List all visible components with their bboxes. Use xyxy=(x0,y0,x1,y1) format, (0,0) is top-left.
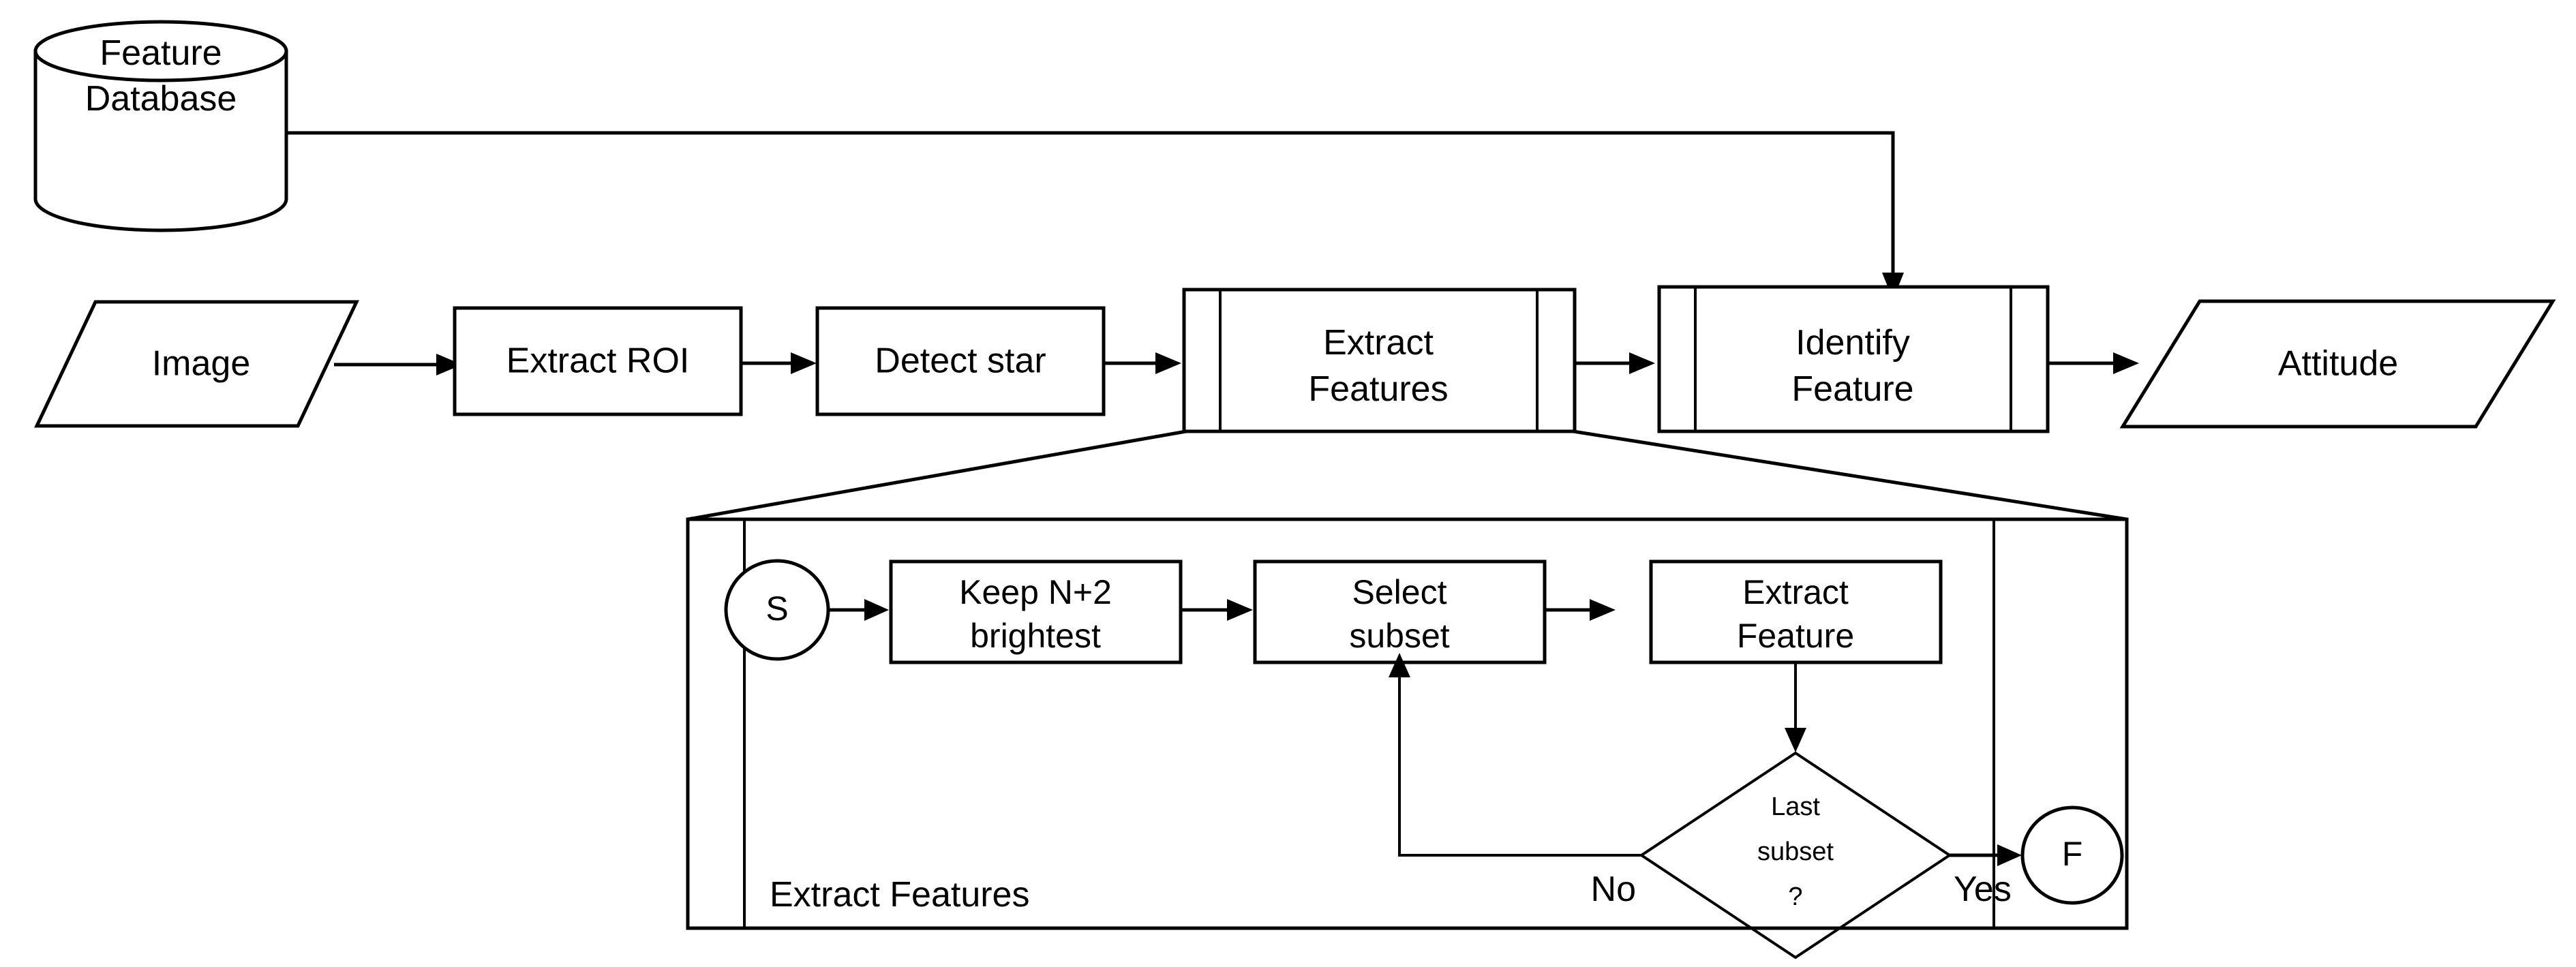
extract-feature-node[interactable]: Extract Feature xyxy=(1649,559,1943,664)
extract-roi-node[interactable]: Extract ROI xyxy=(453,306,743,416)
attitude-node[interactable]: Attitude xyxy=(2119,299,2556,429)
start-node[interactable]: S xyxy=(724,559,830,661)
connector-extract-roi-to-detect-star xyxy=(741,352,817,374)
keep-brightest-label-line1: Keep N+2 xyxy=(959,573,1112,611)
connector-keep-brightest-to-select-subset xyxy=(1181,599,1253,621)
connector-database-to-identify xyxy=(286,131,1904,300)
extract-features-label-line2: Features xyxy=(1308,369,1448,409)
extract-features-node[interactable]: Extract Features xyxy=(1182,288,1577,433)
connector-identify-feature-to-attitude xyxy=(2048,352,2139,374)
connector-select-subset-to-extract-feature xyxy=(1545,599,1616,621)
detect-star-label: Detect star xyxy=(875,341,1046,381)
connector-decision-yes-to-finish xyxy=(1950,844,2022,866)
image-node[interactable]: Image xyxy=(34,300,359,428)
select-subset-label-line1: Select xyxy=(1352,573,1447,611)
last-subset-label-line1: Last xyxy=(1771,793,1820,821)
detect-star-node[interactable]: Detect star xyxy=(815,306,1106,416)
extract-roi-label: Extract ROI xyxy=(506,341,690,381)
extract-features-label-line1: Extract xyxy=(1323,323,1434,363)
identify-feature-node[interactable]: Identify Feature xyxy=(1657,285,2050,433)
select-subset-node[interactable]: Select subset xyxy=(1253,559,1547,664)
last-subset-label-line2: subset xyxy=(1757,838,1834,866)
connector-start-to-keep-brightest xyxy=(828,599,889,621)
callout-lines xyxy=(687,429,2127,521)
connector-image-to-extract-roi xyxy=(334,354,462,375)
select-subset-label-line2: subset xyxy=(1349,617,1449,655)
attitude-label: Attitude xyxy=(2278,344,2398,384)
extract-feature-label-line1: Extract xyxy=(1742,573,1849,611)
feature-database-label-line2: Database xyxy=(85,79,237,119)
start-node-label: S xyxy=(766,589,788,628)
last-subset-label-line3: ? xyxy=(1788,882,1802,911)
decision-branch-yes-label: Yes xyxy=(1954,870,2012,909)
finish-node[interactable]: F xyxy=(2020,805,2124,905)
connector-extract-feature-to-decision xyxy=(1785,662,1806,752)
keep-brightest-node[interactable]: Keep N+2 brightest xyxy=(889,559,1183,664)
detail-panel-caption: Extract Features xyxy=(770,875,1029,915)
feature-database-node[interactable]: Feature Database xyxy=(33,20,288,232)
keep-brightest-label-line2: brightest xyxy=(970,617,1101,655)
identify-feature-label-line2: Feature xyxy=(1791,369,1913,409)
connector-detect-star-to-extract-features xyxy=(1104,352,1181,374)
image-label: Image xyxy=(152,344,251,384)
identify-feature-label-line1: Identify xyxy=(1795,323,1910,363)
feature-database-label-line1: Feature xyxy=(100,33,222,73)
connector-decision-no-loop xyxy=(1389,653,1641,857)
finish-node-label: F xyxy=(2062,835,2083,873)
connector-extract-features-to-identify-feature xyxy=(1575,352,1655,374)
last-subset-decision-node[interactable]: Last subset ? xyxy=(1639,751,1952,960)
decision-branch-no-label: No xyxy=(1591,870,1636,909)
extract-feature-label-line2: Feature xyxy=(1737,617,1854,655)
